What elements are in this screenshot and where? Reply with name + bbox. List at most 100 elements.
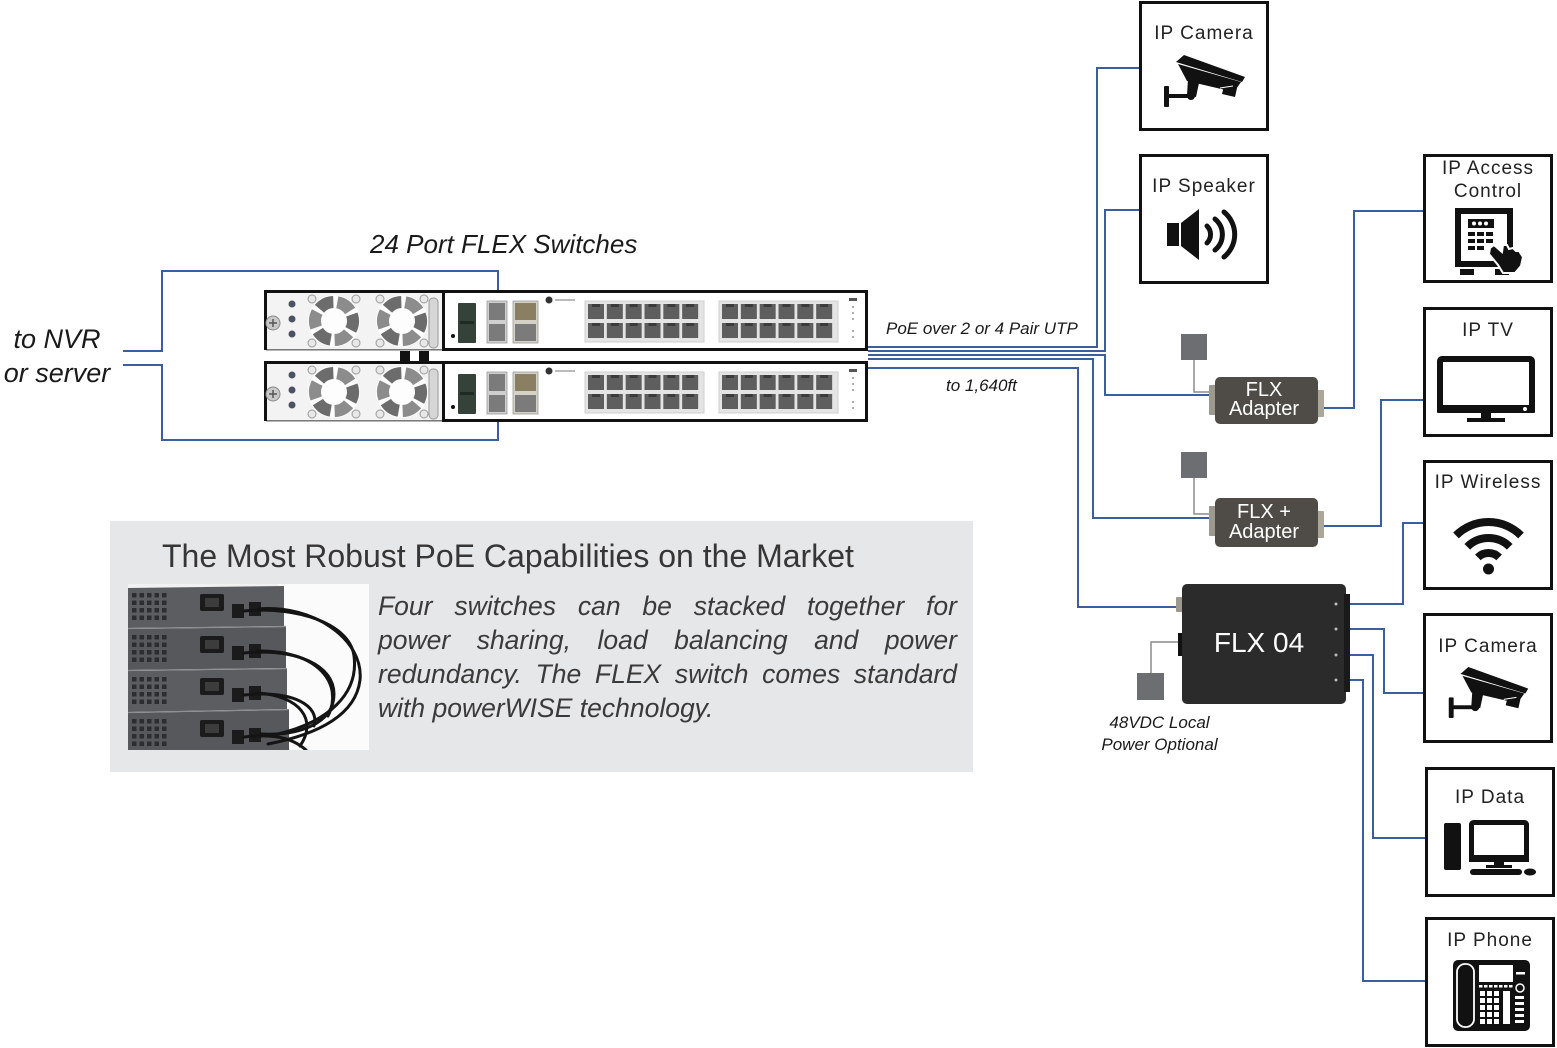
- rj45-port: [663, 375, 680, 390]
- hub-label: FLX 04: [1214, 627, 1304, 658]
- link-flx04-to-ip-data: [1349, 654, 1425, 839]
- rj45-port: [740, 394, 757, 409]
- vent-hole: [154, 650, 159, 655]
- rj45-port-latch: [686, 323, 695, 326]
- vent-hole: [132, 608, 137, 613]
- flex-switch-1: [264, 290, 868, 351]
- vent-hole: [162, 593, 167, 598]
- rj45-port-latch: [686, 394, 695, 397]
- switch-left-edge: [264, 291, 267, 350]
- distance-label: to 1,640ft: [946, 376, 1017, 395]
- fan-module-edge: [266, 349, 443, 351]
- rj45-port-latch: [592, 323, 600, 326]
- rj45-port: [778, 375, 795, 390]
- rj45-port: [606, 375, 623, 390]
- vent-hole: [162, 657, 167, 662]
- module-handle: [428, 297, 439, 349]
- rj45-port: [606, 394, 623, 409]
- power-supply-block: [1137, 673, 1164, 700]
- rj45-port-latch: [763, 323, 772, 326]
- fan-blade: [380, 398, 400, 417]
- indicator-dot: [852, 306, 854, 308]
- model-label: [849, 369, 857, 372]
- uplink-port: [489, 374, 505, 391]
- rj45-port: [625, 323, 642, 338]
- rj45-port-latch: [744, 375, 753, 378]
- brand-logo: [545, 367, 553, 375]
- nvr-label: to NVR or server: [0, 322, 114, 390]
- vent-hole: [139, 677, 144, 682]
- vent-hole: [132, 726, 137, 731]
- rj45-port-latch: [726, 375, 734, 378]
- device-label-line: IP Wireless: [1434, 472, 1542, 493]
- rj45-port: [625, 394, 642, 409]
- vent-hole: [139, 692, 144, 697]
- fan-blade: [402, 400, 422, 417]
- device-label-line: IP Access: [1441, 158, 1535, 179]
- fan-screw: [375, 365, 385, 375]
- rj45-port-latch: [801, 304, 810, 307]
- vent-hole: [147, 741, 152, 746]
- indicator-dot: [852, 389, 854, 391]
- uplink-port: [515, 374, 536, 391]
- rj45-port: [663, 394, 680, 409]
- status-led: [288, 315, 296, 323]
- info-panel-title: The Most Robust PoE Capabilities on the …: [162, 538, 854, 574]
- vent-hole: [154, 719, 159, 724]
- vent-hole: [132, 600, 137, 605]
- vent-hole: [147, 635, 152, 640]
- vent-hole: [139, 650, 144, 655]
- rj45-port-latch: [629, 375, 638, 378]
- rj45-port: [588, 375, 604, 390]
- fan-screw: [351, 365, 361, 375]
- fan-blade: [404, 296, 424, 315]
- brand-logo: [545, 296, 553, 304]
- screw-cross: [269, 319, 277, 327]
- vent-hole: [154, 593, 159, 598]
- rj45-port: [682, 394, 699, 409]
- switch-left-edge: [264, 362, 267, 421]
- hub-output-connector-strip: [1344, 594, 1350, 692]
- device-ip-wireless: IP Wireless: [1423, 460, 1553, 590]
- rj45-port-latch: [744, 304, 753, 307]
- vent-hole: [132, 650, 137, 655]
- vent-hole: [154, 734, 159, 739]
- rj45-port-latch: [820, 394, 829, 397]
- vent-hole: [132, 741, 137, 746]
- fan-screw: [307, 338, 317, 348]
- rj45-port: [816, 304, 833, 319]
- vent-hole: [132, 615, 137, 620]
- link-switch-to-ip-speaker: [868, 209, 1140, 352]
- speaker-icon: [1167, 209, 1238, 260]
- rj45-port-latch: [782, 323, 791, 326]
- desk-phone-icon: [1453, 960, 1530, 1031]
- vent-hole: [154, 699, 159, 704]
- vent-hole: [147, 692, 152, 697]
- vent-hole: [132, 657, 137, 662]
- rj45-port-latch: [801, 323, 810, 326]
- info-panel-body: Four switches can be stacked together fo…: [378, 589, 957, 725]
- camera-icon: [1448, 667, 1529, 719]
- fan-blade: [334, 400, 354, 417]
- fan-screw: [307, 294, 317, 304]
- rj45-port: [722, 304, 738, 319]
- fan-blade: [336, 296, 356, 315]
- vent-hole: [139, 615, 144, 620]
- reset-button: [451, 334, 455, 338]
- fan-blade: [314, 296, 334, 313]
- vent-hole: [162, 615, 167, 620]
- rj45-port-latch: [782, 304, 791, 307]
- indicator-dot: [852, 336, 854, 338]
- uplink-port: [515, 324, 536, 341]
- rj45-port-latch: [726, 304, 734, 307]
- stacking-connector: [419, 351, 429, 363]
- brand-wordmark: [555, 370, 575, 372]
- vent-hole: [147, 734, 152, 739]
- vent-hole: [147, 726, 152, 731]
- port-led: [1334, 602, 1338, 606]
- fan-screw: [419, 365, 429, 375]
- rj45-port-latch: [648, 375, 657, 378]
- fan-screw: [375, 409, 385, 419]
- indicator-dot: [852, 377, 854, 379]
